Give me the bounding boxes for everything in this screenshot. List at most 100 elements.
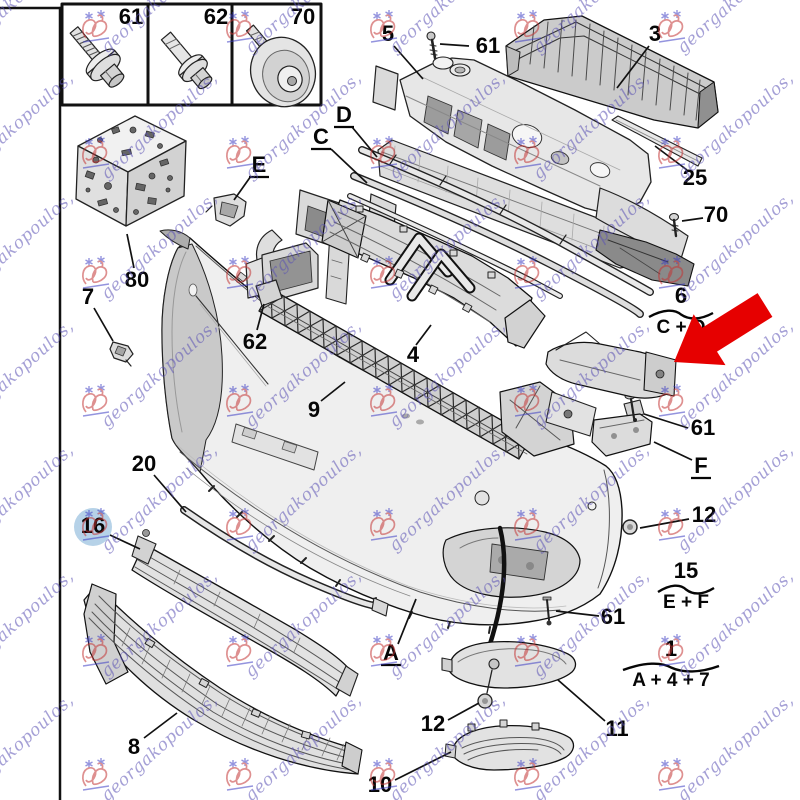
callout-label-12: 12	[421, 711, 445, 736]
screw-61-bottom	[542, 596, 552, 626]
callout-label-12: 12	[692, 502, 716, 527]
fraction-numerator: 6	[675, 283, 687, 308]
legend-washer-70	[245, 24, 317, 108]
part-e-bracket	[205, 193, 247, 227]
watermark-text: georgakopoulos,	[0, 188, 78, 303]
part-a-bumper-cover	[159, 229, 623, 634]
part-8-grille	[83, 583, 363, 775]
callout-label-11: 11	[605, 716, 628, 741]
leader-lines	[93, 43, 704, 781]
fraction-brace	[622, 662, 720, 673]
part-3-absorber	[505, 15, 719, 129]
leader-line-70	[681, 217, 704, 222]
leader-line-20	[153, 474, 187, 513]
leader-line-3	[616, 45, 650, 89]
legend-bolt-62	[160, 31, 213, 90]
leader-line-12	[447, 702, 480, 721]
callout-label-61: 61	[119, 4, 143, 29]
watermark-tile: georgakopoulos,	[658, 0, 798, 58]
watermark-tile: georgakopoulos,	[82, 690, 222, 800]
parts-artwork	[0, 2, 719, 800]
part-20-strip	[180, 506, 389, 617]
part-4-grille	[321, 199, 546, 349]
watermark-tile: georgakopoulos,	[658, 566, 798, 682]
leader-line-9	[320, 381, 346, 402]
watermark-tile: georgakopoulos,	[0, 68, 78, 183]
trim-strip-small	[347, 193, 563, 299]
callout-labels: 56132570DCE807624920168A101211611261F616…	[81, 4, 728, 797]
watermark-text: georgakopoulos,	[0, 316, 78, 431]
part-25-strip	[611, 115, 703, 167]
fraction-brace	[648, 309, 714, 320]
callout-label-C: C	[313, 124, 329, 149]
fraction-label-15: 15E + F	[657, 558, 715, 613]
callout-label-8: 8	[128, 734, 140, 759]
leader-line-16	[109, 534, 141, 550]
watermark-text: georgakopoulos,	[0, 68, 78, 183]
screw-61-top	[426, 31, 438, 60]
watermark-tile: georgakopoulos,	[658, 690, 798, 800]
callout-label-20: 20	[132, 451, 156, 476]
callout-label-F: F	[694, 453, 707, 478]
leader-line-62	[256, 303, 265, 331]
leader-line-8	[143, 712, 178, 739]
page-frame-lines	[0, 6, 62, 800]
leader-line-5	[393, 45, 424, 80]
watermark-tile: georgakopoulos,	[0, 440, 78, 555]
fraction-numerator: 15	[674, 558, 698, 583]
part-7-clip	[109, 341, 134, 367]
part-80-hardware-box	[75, 115, 187, 227]
watermark-text: georgakopoulos,	[673, 690, 798, 800]
watermark-tile: georgakopoulos,	[0, 566, 78, 681]
leader-line-11	[557, 679, 606, 722]
callout-label-61: 61	[476, 33, 500, 58]
watermark-tile: georgakopoulos,	[0, 690, 78, 800]
callout-label-E: E	[252, 152, 267, 177]
leader-line-10	[394, 751, 452, 781]
watermark-text: georgakopoulos,	[97, 690, 222, 800]
watermark-tile: georgakopoulos,	[0, 188, 78, 303]
part-10-fog-trim	[444, 719, 575, 771]
part-f-bracket	[591, 399, 653, 457]
part-c-strip	[350, 172, 644, 318]
part-16-grille	[131, 529, 359, 697]
screw-70	[668, 212, 680, 238]
leader-line-61	[643, 413, 689, 429]
watermark-tile: georgakopoulos,	[658, 440, 798, 556]
red-arrow	[674, 293, 773, 366]
watermark-text: georgakopoulos,	[673, 440, 798, 555]
fraction-brace	[657, 584, 715, 595]
callout-label-70: 70	[704, 202, 728, 227]
plug-12-upper	[622, 519, 638, 535]
watermark-text: georgakopoulos,	[673, 188, 798, 303]
watermark-text: georgakopoulos,	[0, 690, 78, 800]
leader-line-7	[93, 307, 114, 342]
leader-line-61	[555, 610, 600, 617]
legend-screw-61	[69, 26, 125, 88]
watermark-text: georgakopoulos,	[673, 0, 798, 58]
part-9-crash-bar	[255, 279, 597, 460]
callout-label-61: 61	[691, 415, 715, 440]
callout-label-4: 4	[407, 342, 420, 367]
callout-label-62: 62	[243, 329, 267, 354]
fastener-legend-box	[60, 2, 323, 108]
callout-label-80: 80	[125, 267, 149, 292]
leader-line-4	[415, 324, 432, 346]
leader-line-D	[351, 126, 378, 158]
callout-label-70: 70	[291, 4, 315, 29]
callout-label-9: 9	[308, 397, 320, 422]
watermark-text: georgakopoulos,	[0, 566, 78, 681]
callout-label-D: D	[336, 102, 352, 127]
leader-line-80	[126, 233, 135, 269]
leader-line-C	[330, 148, 368, 184]
leader-line-A	[397, 598, 417, 645]
leader-line-F	[653, 441, 693, 461]
callout-label-3: 3	[649, 21, 661, 46]
fraction-denominator: A + 4 + 7	[632, 670, 709, 691]
watermark-text: georgakopoulos,	[0, 440, 78, 555]
watermark-text: georgakopoulos,	[673, 566, 798, 681]
leader-line-E	[233, 175, 252, 201]
callout-label-25: 25	[683, 165, 707, 190]
